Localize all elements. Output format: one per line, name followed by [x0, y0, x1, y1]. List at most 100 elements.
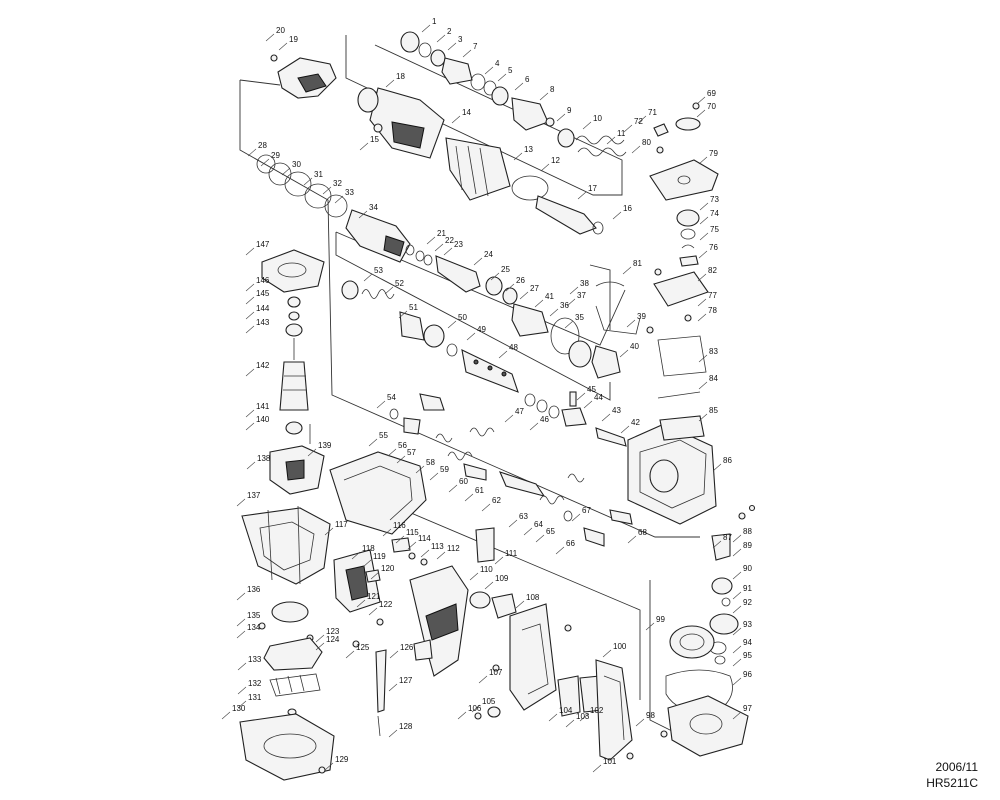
part-label-59: 59 [440, 465, 449, 474]
part-label-68: 68 [638, 528, 647, 537]
part-label-21: 21 [437, 229, 446, 238]
leader-line-132 [237, 686, 247, 695]
leader-line-59 [429, 472, 439, 481]
leader-line-43 [601, 413, 611, 422]
part-label-105: 105 [482, 697, 496, 706]
assembly-group-outlines [239, 35, 700, 741]
part-label-78: 78 [708, 306, 717, 315]
part-label-5: 5 [508, 66, 513, 75]
part-label-16: 16 [623, 204, 632, 213]
part-label-126: 126 [400, 643, 414, 652]
part-label-113: 113 [431, 542, 444, 551]
leader-line-29 [260, 158, 270, 167]
part-label-42: 42 [631, 418, 640, 427]
part-label-107: 107 [489, 668, 503, 677]
part-label-40: 40 [630, 342, 639, 351]
leader-line-46 [529, 422, 539, 431]
leader-line-18 [385, 79, 395, 88]
leader-line-106 [457, 711, 467, 720]
leader-line-57 [396, 455, 406, 464]
leader-line-97 [732, 711, 742, 720]
part-label-84: 84 [709, 374, 718, 383]
leader-line-61 [464, 493, 474, 502]
part-label-66: 66 [566, 539, 575, 548]
leader-line-88 [732, 534, 742, 543]
leader-line-13 [513, 152, 523, 161]
leader-line-116 [382, 528, 392, 537]
leader-line-109 [484, 581, 494, 590]
leader-line-98 [635, 718, 645, 727]
leader-line-137 [236, 498, 246, 507]
leader-line-60 [448, 484, 458, 493]
part-label-109: 109 [495, 574, 509, 583]
leader-line-9 [556, 113, 566, 122]
part-label-27: 27 [530, 284, 539, 293]
leader-line-31 [303, 177, 313, 186]
leader-line-76 [698, 250, 708, 259]
leader-line-86 [712, 463, 722, 472]
leader-line-11 [606, 136, 616, 145]
part-label-98: 98 [646, 711, 655, 720]
part-label-128: 128 [399, 722, 413, 731]
leader-line-47 [504, 414, 514, 423]
leader-line-48 [498, 350, 508, 359]
chuck-assembly [270, 31, 627, 235]
part-label-71: 71 [648, 108, 657, 117]
leader-line-129 [324, 762, 334, 771]
part-label-122: 122 [379, 600, 393, 609]
part-label-74: 74 [710, 209, 719, 218]
leader-line-19 [278, 42, 288, 51]
part-label-73: 73 [710, 195, 719, 204]
leader-line-118 [351, 551, 361, 560]
part-label-22: 22 [445, 236, 454, 245]
leader-line-52 [384, 286, 394, 295]
leader-line-96 [732, 677, 742, 686]
part-label-67: 67 [582, 506, 591, 515]
handle-assembly [329, 451, 634, 761]
part-label-54: 54 [387, 393, 396, 402]
part-label-31: 31 [314, 170, 323, 179]
leader-line-103 [565, 719, 575, 728]
part-label-20: 20 [276, 26, 285, 35]
leader-line-128 [388, 729, 398, 738]
part-label-131: 131 [248, 693, 262, 702]
part-label-43: 43 [612, 406, 621, 415]
leader-line-27 [519, 291, 529, 300]
part-label-28: 28 [258, 141, 267, 150]
leader-line-84 [698, 381, 708, 390]
part-label-118: 118 [362, 544, 375, 553]
leader-line-23 [443, 247, 453, 256]
leader-line-66 [555, 546, 565, 555]
part-label-25: 25 [501, 265, 510, 274]
piston-assembly [341, 280, 633, 547]
leader-line-41 [534, 299, 544, 308]
part-label-58: 58 [426, 458, 435, 467]
leader-line-10 [582, 121, 592, 130]
part-label-63: 63 [519, 512, 528, 521]
part-label-82: 82 [708, 266, 717, 275]
motor-assembly [239, 249, 335, 781]
leader-line-71 [637, 115, 647, 124]
leader-line-30 [281, 167, 291, 176]
part-label-120: 120 [381, 564, 395, 573]
leader-line-99 [645, 622, 655, 631]
leader-line-17 [577, 191, 587, 200]
part-label-37: 37 [577, 291, 586, 300]
leader-line-114 [407, 541, 417, 550]
part-label-106: 106 [468, 704, 482, 713]
leader-line-63 [508, 519, 518, 528]
part-label-136: 136 [247, 585, 261, 594]
part-label-81: 81 [633, 259, 642, 268]
part-label-45: 45 [587, 385, 596, 394]
leader-line-133 [237, 662, 247, 671]
part-label-35: 35 [575, 313, 584, 322]
leader-line-111 [494, 556, 504, 565]
part-label-36: 36 [560, 301, 569, 310]
leader-line-75 [699, 232, 709, 241]
part-label-77: 77 [708, 291, 717, 300]
leader-line-2 [436, 34, 446, 43]
leader-line-58 [415, 465, 425, 474]
leader-line-126 [389, 650, 399, 659]
part-label-89: 89 [743, 541, 752, 550]
leader-line-7 [462, 49, 472, 58]
